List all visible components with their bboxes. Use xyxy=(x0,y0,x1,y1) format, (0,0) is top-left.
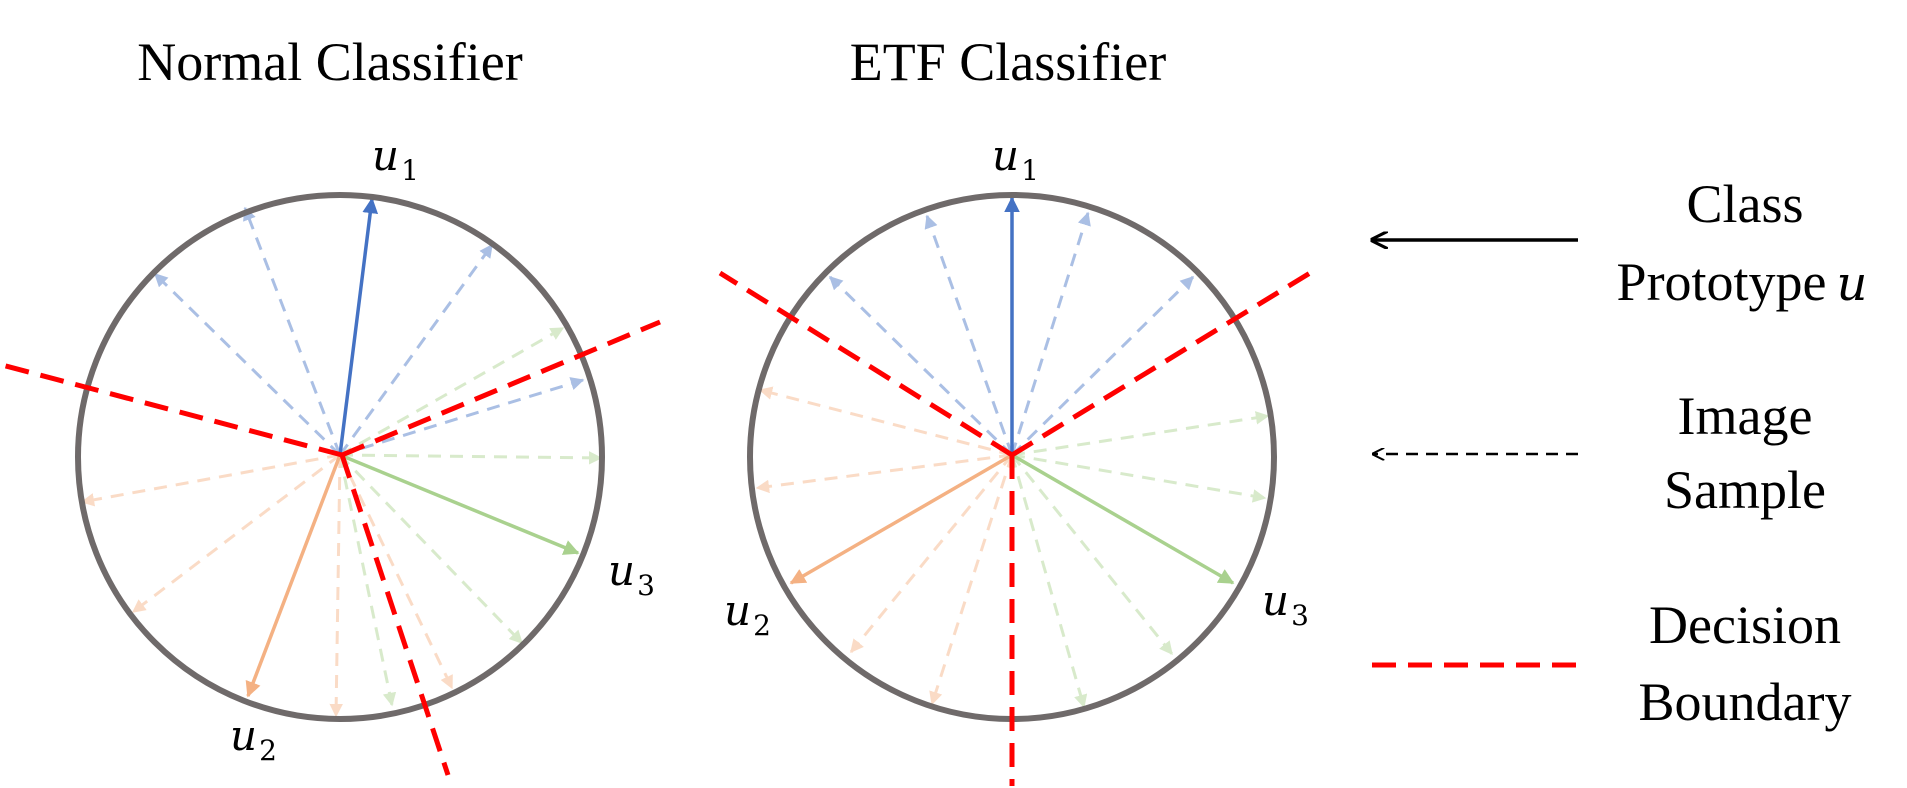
sample-arrow-green xyxy=(1010,454,1088,709)
sample-arrow-orange xyxy=(329,454,343,718)
label-u2: u2 xyxy=(230,711,277,767)
legend-class-label: Class xyxy=(1686,174,1803,234)
normal-classifier-title: Normal Classifier xyxy=(137,32,522,92)
sample-arrow-orange xyxy=(849,454,1014,654)
legend-decision-boundary: Decision Boundary xyxy=(1372,595,1851,732)
decision-boundary-line xyxy=(341,319,661,458)
sample-arrow-blue xyxy=(339,377,585,457)
sample-arrow-blue xyxy=(243,206,342,456)
sample-arrow-orange xyxy=(755,453,1013,494)
decision-boundary-line xyxy=(1,362,343,458)
label-u1: u1 xyxy=(372,131,419,187)
sample-arrow-green xyxy=(339,326,565,457)
sample-arrow-orange xyxy=(758,386,1013,457)
sample-arrow-orange xyxy=(80,453,341,507)
decision-boundary-line xyxy=(718,270,1014,458)
prototype-arrow-u2 xyxy=(789,453,1013,585)
legend-image-sample: Image Sample xyxy=(1373,386,1826,520)
sample-arrow-green xyxy=(1010,454,1174,656)
legend-image-label: Image xyxy=(1678,386,1813,446)
etf-decision-boundaries xyxy=(718,270,1312,786)
sample-arrow-green xyxy=(338,453,524,645)
prototype-arrow-u2 xyxy=(245,454,342,698)
sample-arrow-orange xyxy=(338,454,454,690)
decision-boundary-line xyxy=(339,454,451,776)
legend-sample-label: Sample xyxy=(1664,460,1826,520)
legend-boundary-label: Boundary xyxy=(1639,672,1852,732)
label-u3: u3 xyxy=(1262,576,1309,632)
sample-arrow-orange xyxy=(929,454,1014,706)
normal-decision-boundaries xyxy=(1,319,661,776)
etf-prototype-arrows xyxy=(789,196,1235,585)
etf-classifier-panel: ETF Classifier u1 u2 u xyxy=(718,32,1312,786)
sample-arrow-blue xyxy=(924,214,1014,456)
prototype-arrow-u3 xyxy=(1011,453,1235,585)
etf-classifier-title: ETF Classifier xyxy=(850,32,1166,92)
decision-boundary-line xyxy=(1010,270,1312,458)
sample-arrow-blue xyxy=(153,272,342,457)
prototype-arrow-u1 xyxy=(338,197,379,456)
normal-sample-arrows xyxy=(80,206,603,718)
sample-arrow-blue xyxy=(828,275,1014,457)
normal-unit-circle xyxy=(75,192,605,722)
label-u1: u1 xyxy=(992,131,1039,187)
normal-classifier-panel: Normal Classifier xyxy=(1,32,661,776)
label-u2: u2 xyxy=(724,586,771,642)
label-u3: u3 xyxy=(608,546,655,602)
normal-prototype-arrows xyxy=(245,197,580,698)
sample-arrow-green xyxy=(339,451,603,465)
legend-decision-label: Decision xyxy=(1649,595,1841,655)
sample-arrow-green xyxy=(1011,411,1270,457)
prototype-arrow-u3 xyxy=(339,453,580,555)
